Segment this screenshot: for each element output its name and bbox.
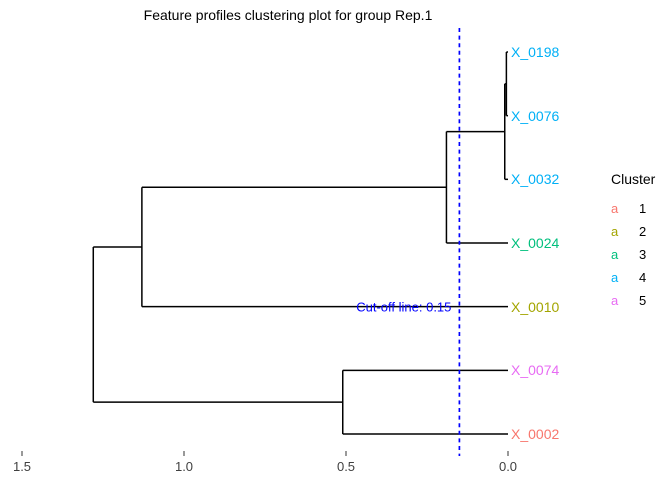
- legend-entry-cluster-1: a 1: [611, 197, 655, 220]
- legend-entries: a 1 a 2 a 3 a 4 a 5: [611, 197, 655, 312]
- legend-value-2: 2: [639, 224, 647, 239]
- legend-value-1: 1: [639, 201, 647, 216]
- cutoff-label: Cut-off line: 0.15: [356, 299, 452, 315]
- legend-value-5: 5: [639, 293, 647, 308]
- legend-key-glyph-3: a: [611, 247, 619, 262]
- leaf-label-x-0076: X_0076: [511, 107, 560, 124]
- leaf-label-x-0032: X_0032: [511, 171, 560, 188]
- legend-key-glyph-5: a: [611, 293, 619, 308]
- x-axis-tick-1-0: 1.0: [174, 459, 194, 474]
- legend-value-4: 4: [639, 270, 647, 285]
- legend-entry-cluster-4: a 4: [611, 266, 655, 289]
- legend: Cluster a 1 a 2 a 3 a 4 a 5: [611, 171, 655, 312]
- legend-key-glyph-1: a: [611, 201, 619, 216]
- legend-entry-cluster-2: a 2: [611, 220, 655, 243]
- plot-title: Feature profiles clustering plot for gro…: [143, 7, 433, 23]
- x-axis-tick-0-5: 0.5: [336, 459, 356, 474]
- leaf-label-x-0002: X_0002: [511, 425, 560, 442]
- leaf-label-x-0024: X_0024: [511, 234, 560, 251]
- legend-value-3: 3: [639, 247, 647, 262]
- leaf-label-x-0198: X_0198: [511, 44, 560, 60]
- leaf-label-x-0074: X_0074: [511, 362, 560, 379]
- leaf-label-x-0010: X_0010: [511, 298, 560, 315]
- x-axis-tick-0-0: 0.0: [498, 459, 518, 474]
- x-axis-tick-1-5: 1.5: [12, 459, 32, 474]
- legend-key-glyph-2: a: [611, 224, 619, 239]
- legend-title: Cluster: [611, 171, 656, 187]
- legend-entry-cluster-5: a 5: [611, 289, 655, 312]
- legend-entry-cluster-3: a 3: [611, 243, 655, 266]
- legend-key-glyph-4: a: [611, 270, 619, 285]
